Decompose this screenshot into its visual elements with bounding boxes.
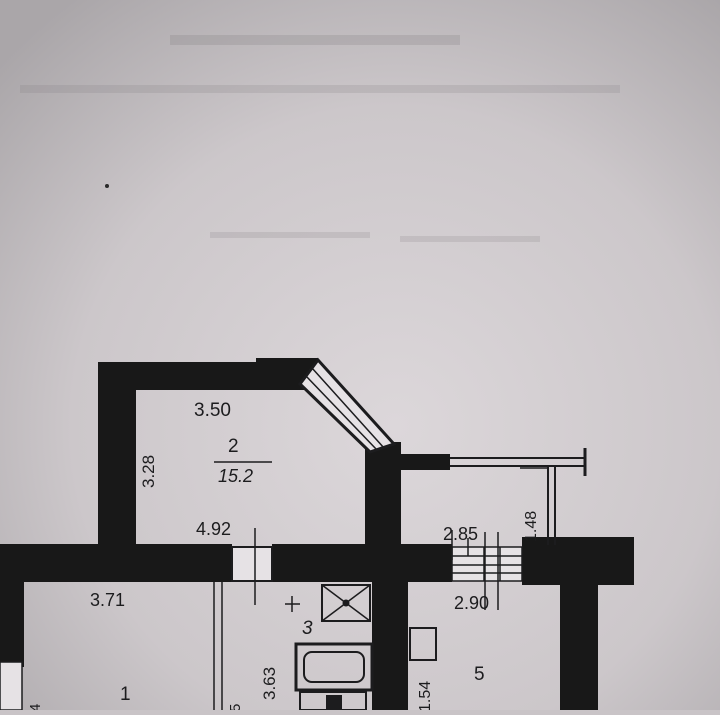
balcony-railing (450, 448, 587, 545)
wall-main-right (522, 537, 634, 585)
dimension-room1-top: 3.71 (90, 590, 125, 610)
wall-room2-left (98, 362, 136, 550)
dimension-balcony-width: 2.85 (443, 524, 478, 544)
left-window-opening (0, 661, 23, 711)
walls (0, 358, 634, 710)
wall-lower-left (0, 582, 24, 667)
bleed-through-lines (20, 35, 620, 242)
wall-room2-right (365, 442, 401, 552)
wall-lower-right (560, 580, 598, 710)
sink-fixture (326, 695, 342, 710)
paper-speck (105, 184, 109, 188)
dimension-left-edge: 4 (27, 704, 44, 710)
window-opening (451, 546, 523, 582)
room1-number: 1 (120, 684, 131, 705)
wall-main-left (0, 544, 232, 582)
appliance-box (409, 627, 437, 661)
bathtub (294, 642, 374, 692)
dimension-bottom-room2: 4.92 (196, 519, 231, 539)
wall-lower-center (372, 580, 408, 710)
room2-number: 2 (228, 436, 239, 457)
door-opening (231, 546, 273, 582)
room3-number: 3 (302, 618, 313, 639)
openings (0, 546, 523, 711)
room5-number: 5 (474, 664, 485, 685)
dimension-room1-side: 5 (227, 704, 244, 710)
shower-tray (321, 584, 371, 622)
dimension-left-room2: 3.28 (139, 455, 158, 488)
dimension-corridor: 1.54 (417, 681, 434, 710)
wall-main-middle (272, 544, 452, 582)
dimension-lines (213, 528, 499, 710)
bay-window (298, 357, 397, 454)
dimension-room5-top: 2.90 (454, 593, 489, 613)
room2-area: 15.2 (218, 466, 253, 486)
dimension-room3-side: 3.63 (260, 667, 279, 700)
dimension-balcony-depth: 1.48 (523, 511, 540, 542)
dimension-top-room2: 3.50 (194, 400, 231, 421)
wall-balcony-stub (400, 454, 450, 470)
